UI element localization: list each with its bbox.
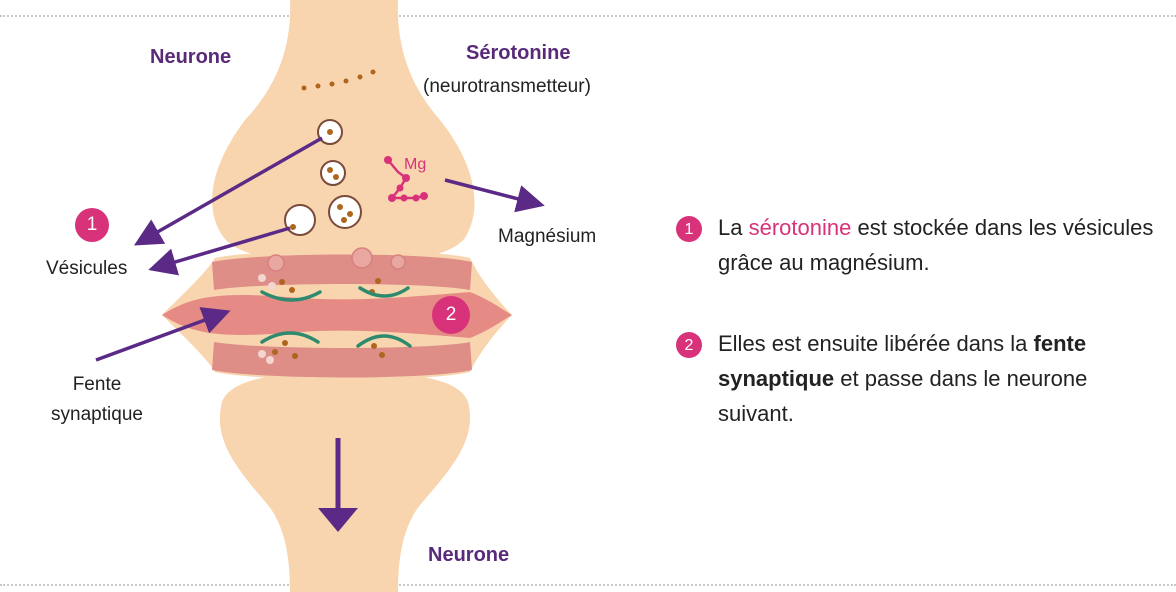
label-fente-line2: synaptique bbox=[42, 400, 152, 430]
label-fente-line1: Fente bbox=[42, 370, 152, 400]
explanation-1-text-before: La bbox=[718, 215, 749, 240]
explanation-2-number: 2 bbox=[676, 332, 702, 358]
explanation-2-text-before: Elles est ensuite libérée dans la bbox=[718, 331, 1034, 356]
label-serotonine: Sérotonine bbox=[466, 42, 570, 65]
explanation-2: 2 Elles est ensuite libérée dans la fent… bbox=[718, 326, 1158, 431]
label-vesicules: Vésicules bbox=[46, 258, 127, 280]
explanation-1-number: 1 bbox=[676, 216, 702, 242]
explanation-1: 1 La sérotonine est stockée dans les vés… bbox=[718, 210, 1158, 280]
label-mg: Mg bbox=[404, 156, 426, 174]
label-neurone-top: Neurone bbox=[150, 46, 231, 69]
label-magnesium: Magnésium bbox=[498, 226, 596, 248]
marker-2: 2 bbox=[432, 296, 470, 334]
label-neurotransmetteur: (neurotransmetteur) bbox=[423, 76, 591, 98]
marker-1: 1 bbox=[75, 208, 109, 242]
label-neurone-bottom: Neurone bbox=[428, 544, 509, 567]
label-fente-synaptique: Fente synaptique bbox=[42, 370, 152, 430]
explanation-1-highlight: sérotonine bbox=[749, 215, 852, 240]
